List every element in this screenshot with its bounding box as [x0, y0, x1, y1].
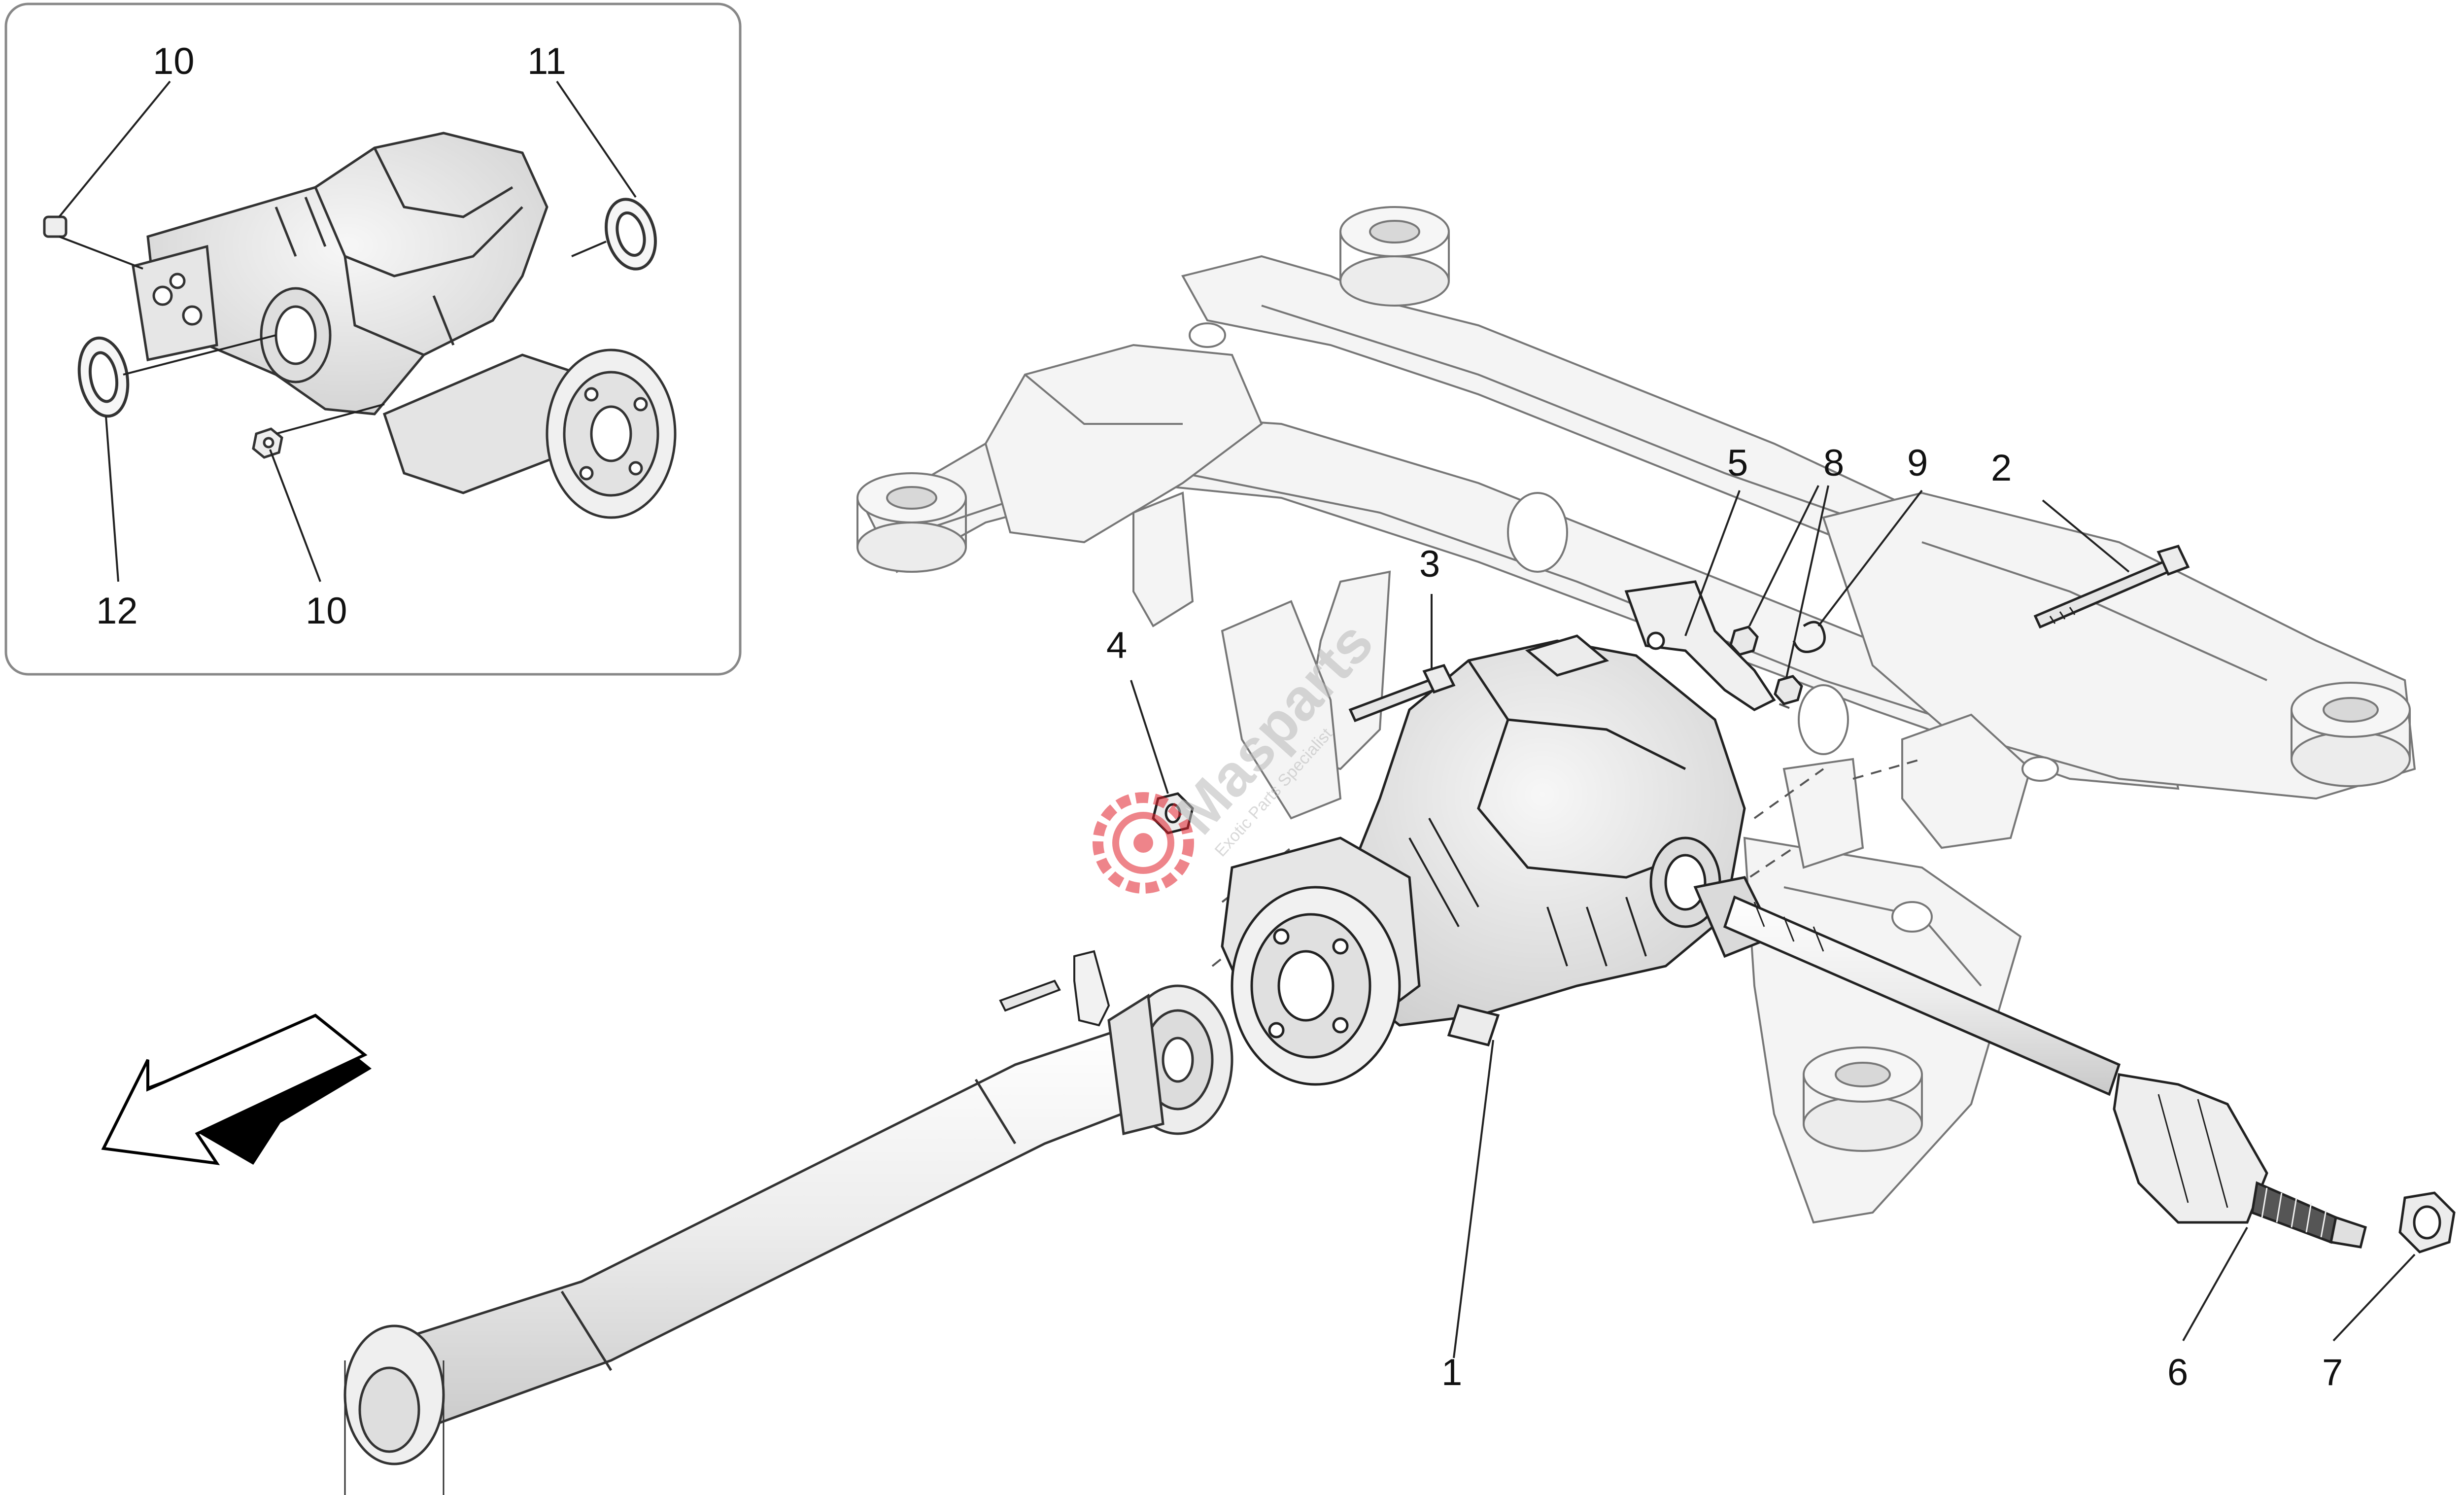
mount-rear-left: [1339, 206, 1450, 307]
inset-plug-top: [43, 215, 68, 238]
rear-differential-housing: [1221, 634, 1746, 1086]
inset-seal-left: [77, 336, 130, 418]
inset-callout-10-bottom: 10: [306, 590, 347, 632]
inset-differential-assembly: [132, 132, 677, 519]
mount-rear-right: [2291, 682, 2411, 787]
subframe-mounts: [856, 206, 2411, 1152]
masparts-gear-logo-icon: [1093, 792, 1194, 894]
inset-callout-11: 11: [527, 40, 566, 82]
callout-4: 4: [1106, 625, 1127, 666]
propeller-shaft: [343, 984, 1233, 1495]
callout-9: 9: [1907, 442, 1928, 484]
callout-7: 7: [2322, 1352, 2343, 1393]
bracket-screws: [1729, 626, 1803, 705]
front-direction-arrow-icon: [101, 1013, 372, 1165]
inset-seal-right: [605, 198, 657, 271]
callout-8: 8: [1823, 442, 1844, 484]
hose-clip: [1792, 621, 1826, 653]
main-leader-lines: [1130, 485, 2416, 1358]
mount-front-left: [856, 472, 967, 573]
mount-front-right: [1803, 1046, 1923, 1152]
callout-1: 1: [1441, 1352, 1462, 1393]
inset-leader-lines: [58, 80, 637, 582]
callout-6: 6: [2167, 1352, 2188, 1393]
inset-panel: 10 11 12 10: [4, 2, 742, 676]
inset-plug-bottom: [252, 427, 283, 459]
breather-bracket: [1624, 580, 1776, 711]
callout-5: 5: [1727, 442, 1748, 484]
hub-nut: [2398, 1191, 2456, 1253]
callout-3: 3: [1419, 543, 1440, 585]
rear-drive-shaft: [1693, 876, 2367, 1249]
callout-2: 2: [1991, 447, 2012, 489]
shaft-flange-bolt: [999, 950, 1110, 1027]
inset-callouts: 10 11 12 10: [96, 40, 566, 632]
inset-callout-12: 12: [96, 590, 138, 632]
main-callouts: 1 2 3 4 5 6 7 8 9: [1106, 442, 2343, 1393]
mounting-bolt-long: [2033, 544, 2190, 629]
inset-callout-10-top: 10: [153, 40, 195, 82]
mounting-bolt-short: [1348, 664, 1456, 723]
